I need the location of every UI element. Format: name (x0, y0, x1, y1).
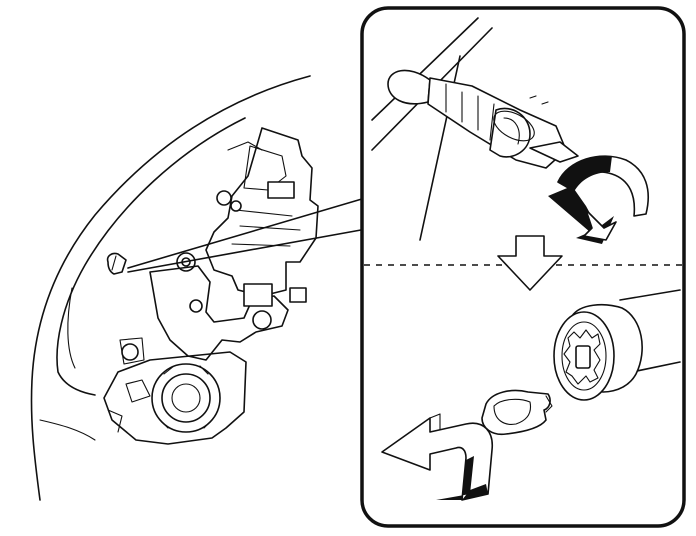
screw-boss (121, 343, 139, 361)
down-arrow-icon (497, 235, 563, 291)
housing-lower-body (103, 351, 247, 445)
bulb-glass (387, 69, 431, 105)
headlamp-assembly (30, 75, 319, 501)
detail-panel (360, 6, 686, 528)
housing-upper-block (205, 127, 319, 297)
screw-boss (216, 190, 232, 206)
step2-pull-bulb (381, 289, 681, 501)
headlamp-outer-shell (30, 75, 311, 501)
housing-mid-bracket (149, 265, 289, 361)
wedge-bulb (481, 389, 551, 436)
step1-remove-socket (371, 17, 649, 244)
headlamp-inner-rim (56, 117, 246, 396)
clip-tab (243, 283, 273, 307)
wedge-bulb-small (106, 252, 127, 275)
housing-tab (267, 181, 295, 199)
callout-leader (127, 195, 373, 273)
